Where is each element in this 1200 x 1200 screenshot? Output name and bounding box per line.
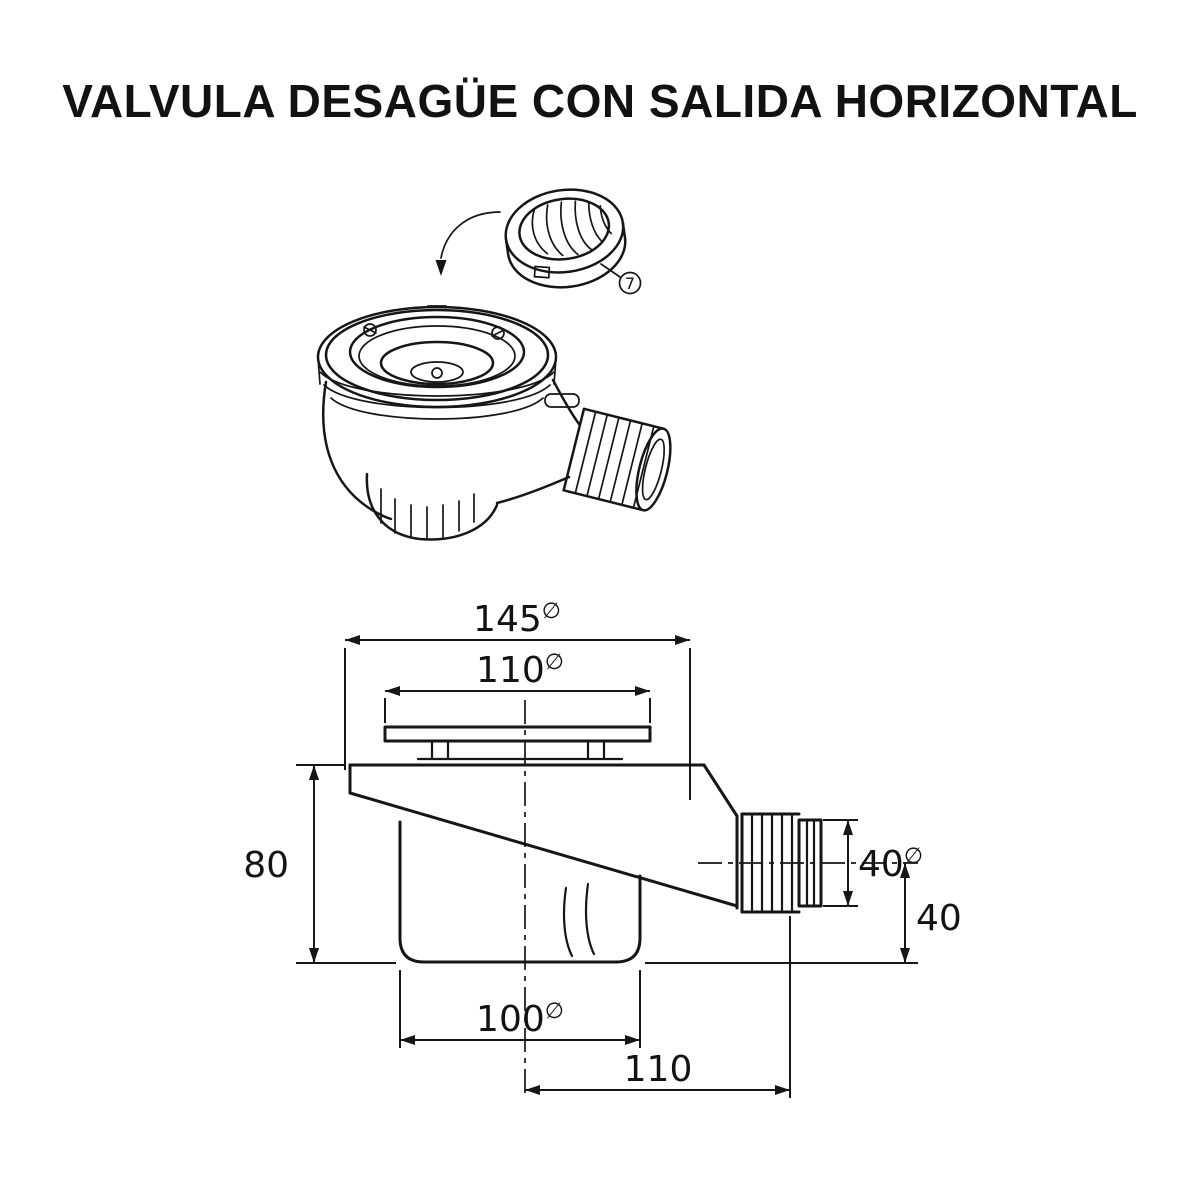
dim-overall-width: 145∅ — [344, 599, 691, 800]
outlet-nut-perspective — [562, 407, 672, 512]
dim-flange-width: 110∅ — [384, 650, 651, 723]
callout-leader — [600, 263, 621, 278]
page-title: VALVULA DESAGÜE CON SALIDA HORIZONTAL — [62, 75, 1138, 127]
callout-number-label: 7 — [625, 274, 635, 293]
flange-plate — [383, 725, 652, 761]
valve-body — [321, 378, 581, 521]
outlet-nut-section — [740, 812, 823, 914]
dim-outlet-axis-drop-label: 40 — [916, 898, 962, 939]
callout-circle — [618, 271, 642, 295]
dim-outlet-reach: 110 — [525, 916, 791, 1098]
bottom-cup — [365, 472, 499, 541]
dim-flange-width-label: 110∅ — [476, 650, 564, 691]
assembly-arrow-icon — [435, 211, 501, 276]
trap-body-section — [348, 763, 739, 910]
dim-outlet-diameter-label: 40∅ — [858, 844, 923, 885]
perspective-view: 7 — [316, 188, 672, 541]
dim-outlet-reach-label: 110 — [624, 1049, 693, 1090]
dim-body-height: 80 — [243, 764, 396, 964]
dim-outlet-axis-drop: 40 — [645, 863, 962, 964]
dim-cup-diameter-label: 100∅ — [476, 999, 564, 1040]
strainer-cap — [504, 188, 627, 289]
dim-overall-width-label: 145∅ — [473, 599, 561, 640]
valve-top-rim — [316, 305, 558, 409]
dimension-annotations: 145∅ 110∅ 80 — [243, 599, 962, 1098]
dim-cup-diameter: 100∅ — [399, 970, 641, 1048]
threaded-collar — [317, 357, 557, 420]
siphon-cup-section — [398, 820, 642, 964]
section-view: 145∅ 110∅ 80 — [243, 599, 962, 1098]
dim-outlet-diameter: 40∅ — [823, 819, 923, 907]
dim-body-height-label: 80 — [243, 845, 289, 886]
